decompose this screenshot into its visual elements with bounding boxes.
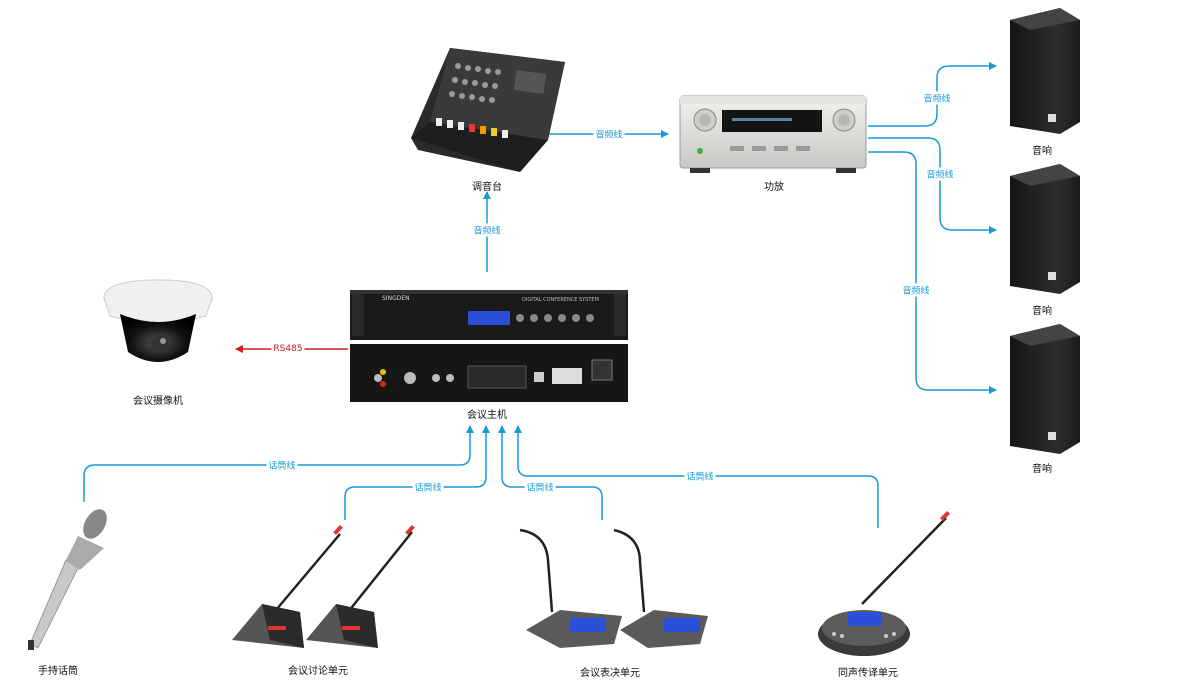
voting-unit-label: 会议表决单元 xyxy=(580,668,640,679)
line-amp-to-speaker-3 xyxy=(868,151,997,394)
wire-label-amp-speaker-3: 音频线 xyxy=(900,283,932,297)
host-device xyxy=(350,290,628,402)
wire-label-discussion-host: 话筒线 xyxy=(412,480,444,494)
camera-label: 会议摄像机 xyxy=(133,396,183,407)
discussion-unit-label: 会议讨论单元 xyxy=(288,666,348,677)
voting-unit-device xyxy=(519,528,708,648)
amplifier-device xyxy=(679,95,867,173)
mixer-label: 调音台 xyxy=(472,182,502,193)
mixer-device xyxy=(411,48,565,172)
handheld-mic-device xyxy=(28,509,107,650)
wire-label-amp-speaker-2: 音频线 xyxy=(924,167,956,181)
speaker-3-label: 音响 xyxy=(1032,464,1052,475)
wire-label-mic-host: 话筒线 xyxy=(266,458,298,472)
line-voting-to-host xyxy=(498,425,603,520)
wire-label-host-mixer: 音频线 xyxy=(471,223,503,237)
handheld-mic-label: 手持话筒 xyxy=(38,666,78,677)
amplifier-label: 功放 xyxy=(764,182,784,193)
host-label: 会议主机 xyxy=(467,410,507,421)
host-system-title: DIGITAL CONFERENCE SYSTEM xyxy=(522,297,599,303)
interpretation-unit-device xyxy=(818,511,950,656)
interpretation-unit-label: 同声传译单元 xyxy=(838,668,898,679)
line-discussion-to-host xyxy=(344,425,490,520)
speaker-1-label: 音响 xyxy=(1032,146,1052,157)
wire-label-mixer-amp: 音频线 xyxy=(593,127,625,141)
wire-label-amp-speaker-1: 音频线 xyxy=(921,91,953,105)
wire-label-host-camera: RS485 xyxy=(271,344,305,354)
wire-label-voting-host: 话筒线 xyxy=(524,480,556,494)
speaker-1-device xyxy=(1010,8,1080,134)
line-amp-to-speaker-2 xyxy=(868,137,997,234)
speaker-3-device xyxy=(1010,324,1080,454)
wire-label-interp-host: 话筒线 xyxy=(684,469,716,483)
discussion-unit-device xyxy=(232,524,415,648)
speaker-2-label: 音响 xyxy=(1032,306,1052,317)
host-brand: SINGDEN xyxy=(382,295,410,302)
camera-device xyxy=(103,279,213,362)
speaker-2-device xyxy=(1010,164,1080,294)
